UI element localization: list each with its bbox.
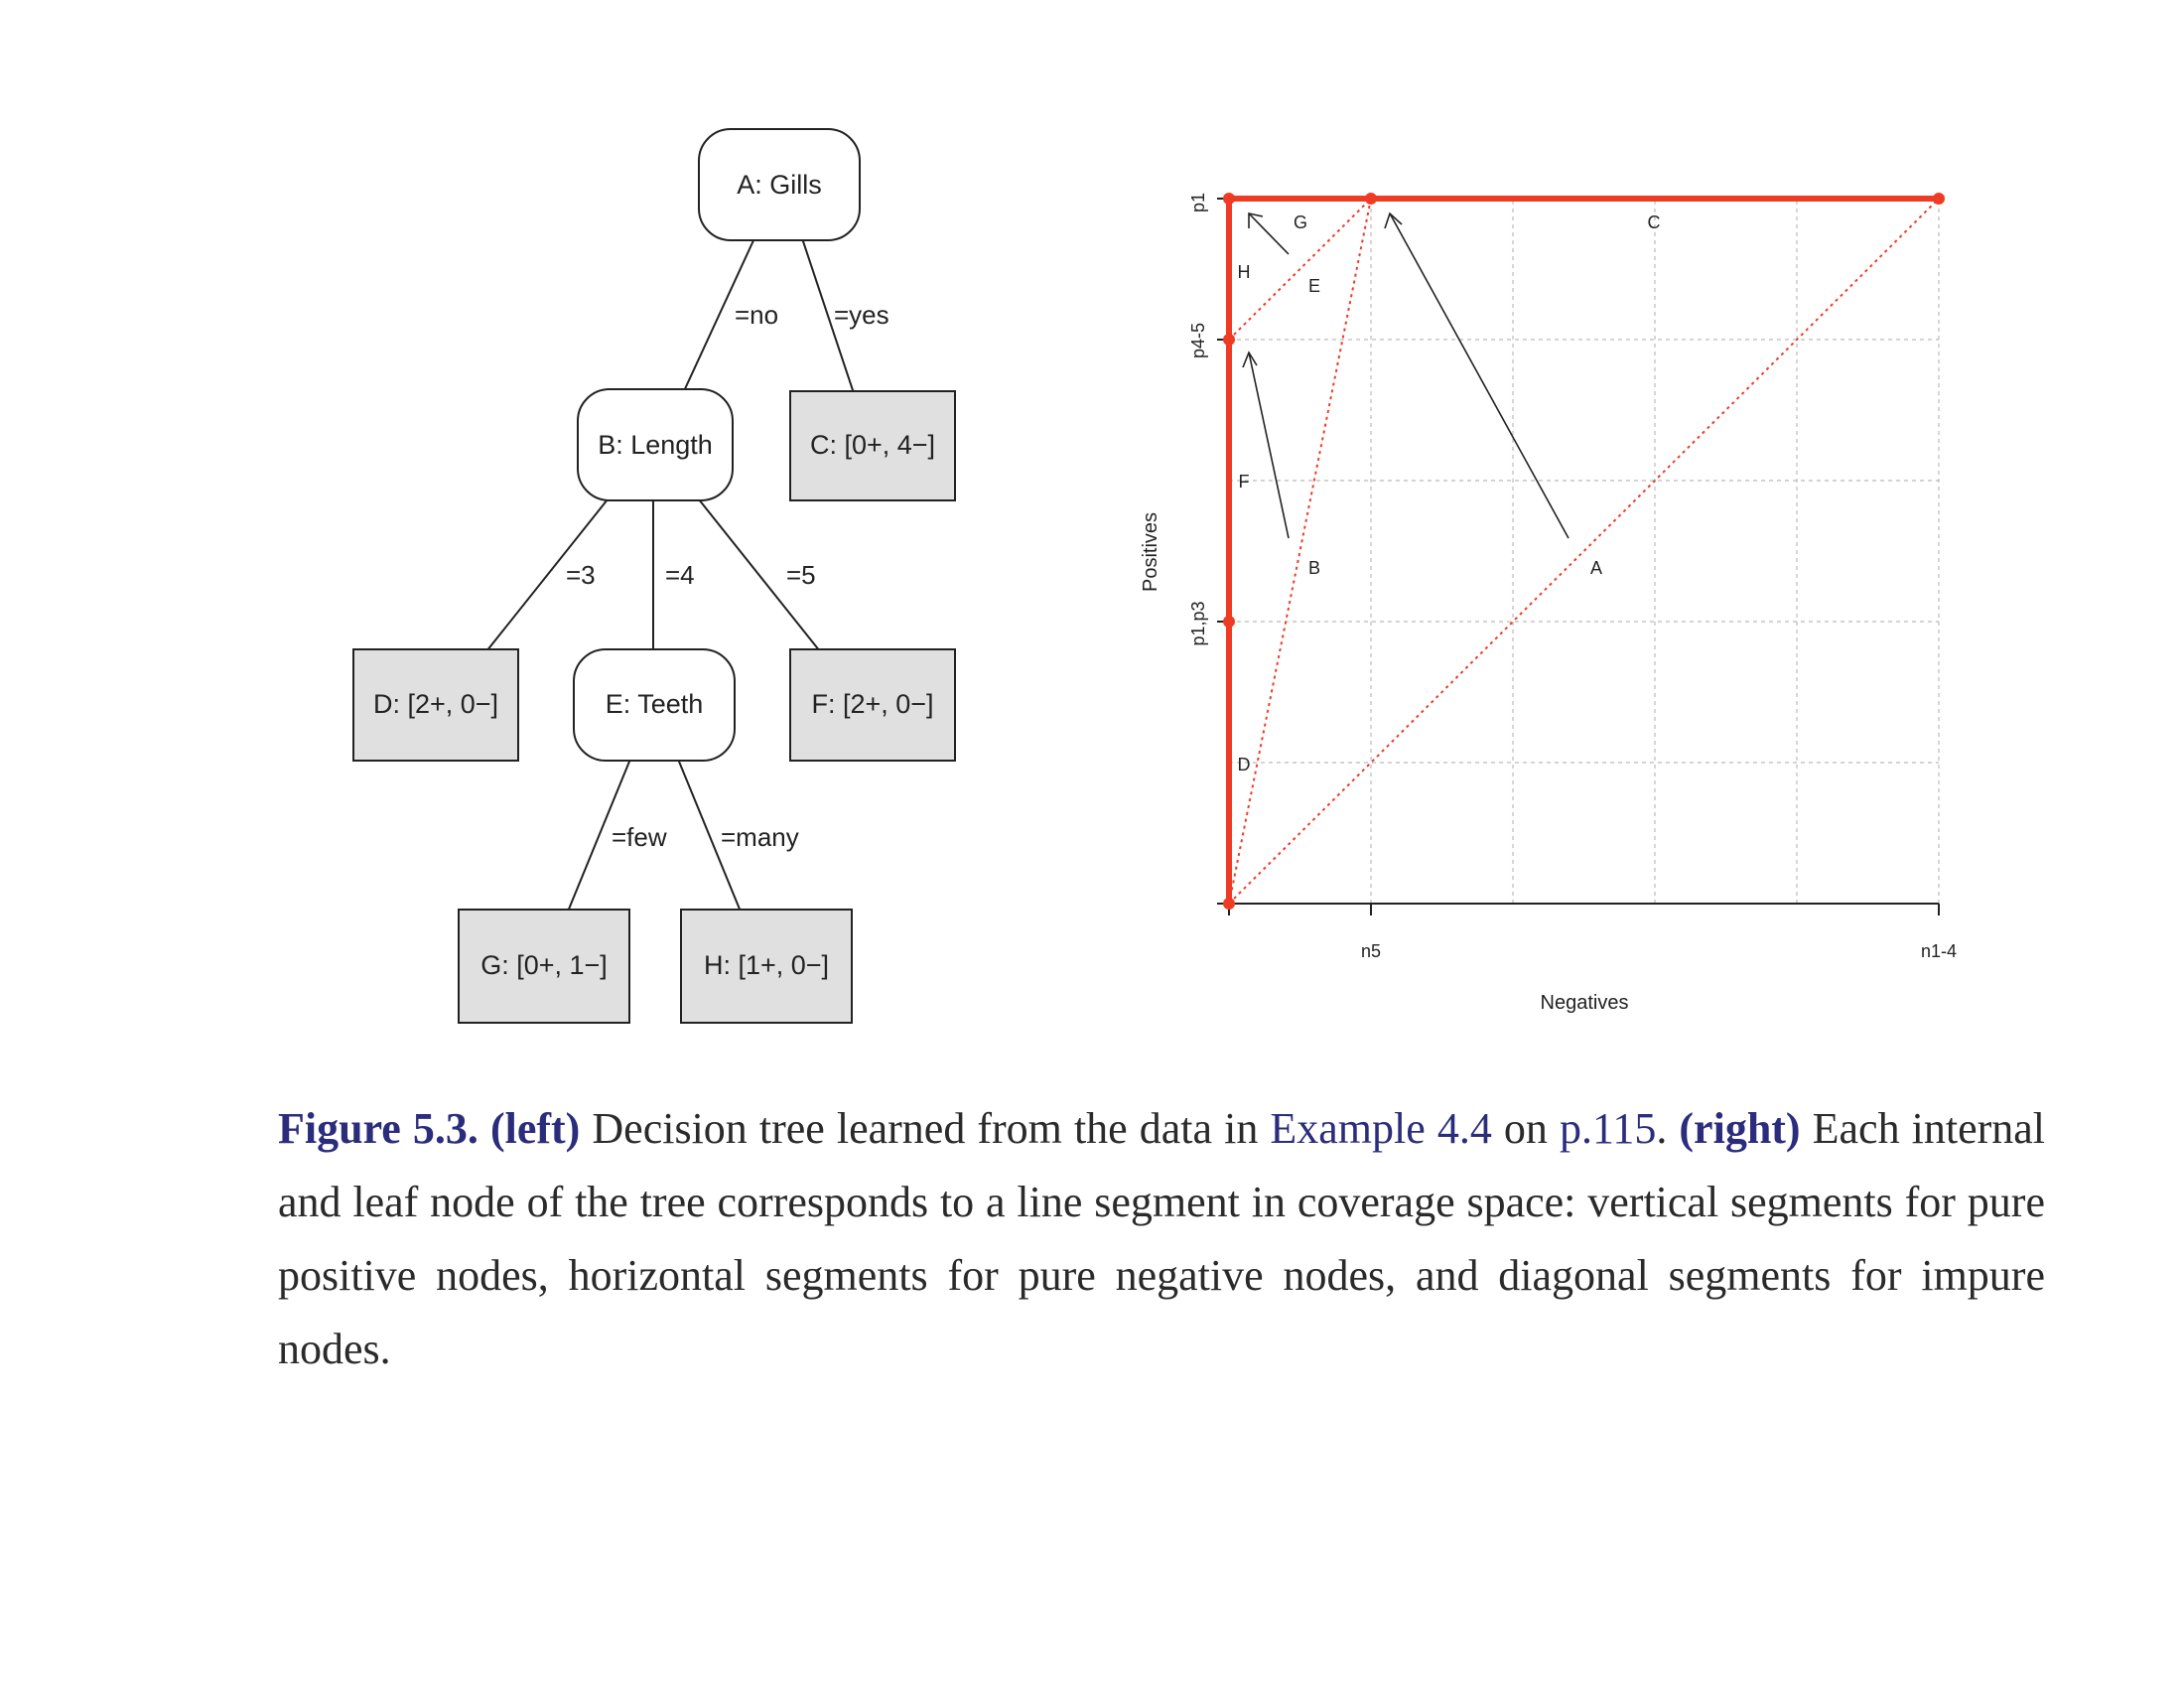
node-a — [698, 128, 861, 241]
edge-label-5: =5 — [786, 560, 816, 590]
coverage-plot: A B C D E F G H n5 n1-4 p1,p3 p4-5 p1 Ne… — [1140, 193, 1957, 1014]
edge-label-many: =many — [721, 822, 799, 852]
edge-label-3: =3 — [566, 560, 596, 590]
caption-left-marker: (left) — [489, 1104, 581, 1153]
node-f-label: F: [2+, 0−] — [811, 689, 933, 719]
plot-axes — [1217, 198, 1940, 915]
figure-caption: Figure 5.3. (left) Decision tree learned… — [278, 1092, 2045, 1386]
caption-text-1: Decision tree learned from the data in — [580, 1104, 1271, 1153]
annotation-a: A — [1590, 558, 1602, 578]
tree-labels: A: Gills B: Length C: [0+, 4−] D: [2+, 0… — [373, 170, 935, 980]
caption-label: Figure 5.3. — [278, 1104, 478, 1153]
plot-lines — [1226, 196, 1940, 905]
node-f — [789, 648, 956, 762]
data-point-4 — [1365, 193, 1377, 205]
arrow-b-head — [1242, 351, 1258, 368]
x-tick-n5: n5 — [1361, 941, 1381, 961]
edge-label-yes: =yes — [834, 300, 889, 330]
edge-label-few: =few — [612, 822, 667, 852]
decision-tree — [352, 128, 956, 1024]
annotation-g: G — [1294, 212, 1307, 232]
edge-a-b — [682, 237, 755, 394]
y-axis-label: Positives — [1140, 512, 1161, 592]
edge-label-4: =4 — [665, 560, 695, 590]
annotation-b: B — [1308, 558, 1320, 578]
data-point-5 — [1933, 193, 1945, 205]
arrow-g-head — [1248, 212, 1264, 228]
node-b-label: B: Length — [598, 430, 713, 460]
caption-text-4: Each internal and leaf node of the tree … — [278, 1104, 2046, 1373]
arrow-a-head — [1384, 211, 1403, 229]
node-d — [352, 648, 519, 762]
arrow-g — [1248, 212, 1290, 255]
caption-text-2: on — [1491, 1104, 1560, 1153]
y-tick-p1: p1 — [1188, 193, 1208, 212]
node-e-label: E: Teeth — [606, 689, 704, 719]
data-point-0 — [1223, 898, 1235, 910]
edge-label-no: =no — [735, 300, 778, 330]
caption-link-page[interactable]: p.115 — [1559, 1104, 1657, 1153]
annotation-d: D — [1238, 755, 1251, 774]
caption-link-example[interactable]: Example 4.4 — [1270, 1104, 1492, 1153]
caption-right-marker: (right) — [1679, 1104, 1801, 1153]
arrow-a — [1389, 212, 1570, 539]
node-g-label: G: [0+, 1−] — [480, 950, 608, 980]
annotation-c: C — [1648, 212, 1661, 232]
arrow-b — [1248, 352, 1290, 539]
edge-b-d — [485, 493, 613, 652]
series-line-2 — [1228, 198, 1372, 341]
node-a-label: A: Gills — [737, 170, 822, 200]
data-point-1 — [1223, 616, 1235, 628]
node-g — [458, 909, 630, 1024]
annotation-h: H — [1238, 262, 1251, 282]
data-point-2 — [1223, 334, 1235, 346]
series-line-1 — [1228, 198, 1372, 905]
node-d-label: D: [2+, 0−] — [373, 689, 498, 719]
x-axis-label: Negatives — [1541, 992, 1629, 1014]
caption-text-3: . — [1656, 1104, 1680, 1153]
series-line-3 — [1228, 198, 1940, 905]
node-b — [577, 388, 734, 501]
data-point-3 — [1223, 193, 1235, 205]
figure-graphic: A: Gills B: Length C: [0+, 4−] D: [2+, 0… — [352, 128, 1957, 1024]
edge-a-c — [801, 237, 855, 394]
series-line-0 — [1226, 196, 1939, 904]
x-tick-n1-4: n1-4 — [1921, 941, 1957, 961]
edge-b-f — [694, 493, 821, 652]
plot-arrows — [1242, 211, 1570, 539]
node-c-label: C: [0+, 4−] — [810, 430, 935, 460]
y-tick-p1p3: p1,p3 — [1188, 601, 1208, 645]
annotation-f: F — [1239, 472, 1250, 492]
node-e — [573, 648, 736, 762]
plot-annotations: A B C D E F G H — [1238, 212, 1661, 774]
node-h-label: H: [1+, 0−] — [704, 950, 829, 980]
plot-tick-labels: n5 n1-4 p1,p3 p4-5 p1 Negatives Positive… — [1140, 193, 1957, 1014]
edge-e-h — [676, 756, 742, 913]
annotation-e: E — [1308, 276, 1320, 296]
y-tick-p4-5: p4-5 — [1188, 323, 1208, 358]
edge-e-g — [567, 756, 632, 913]
plot-points — [1223, 193, 1945, 910]
node-c — [789, 390, 956, 501]
node-h — [680, 909, 853, 1024]
